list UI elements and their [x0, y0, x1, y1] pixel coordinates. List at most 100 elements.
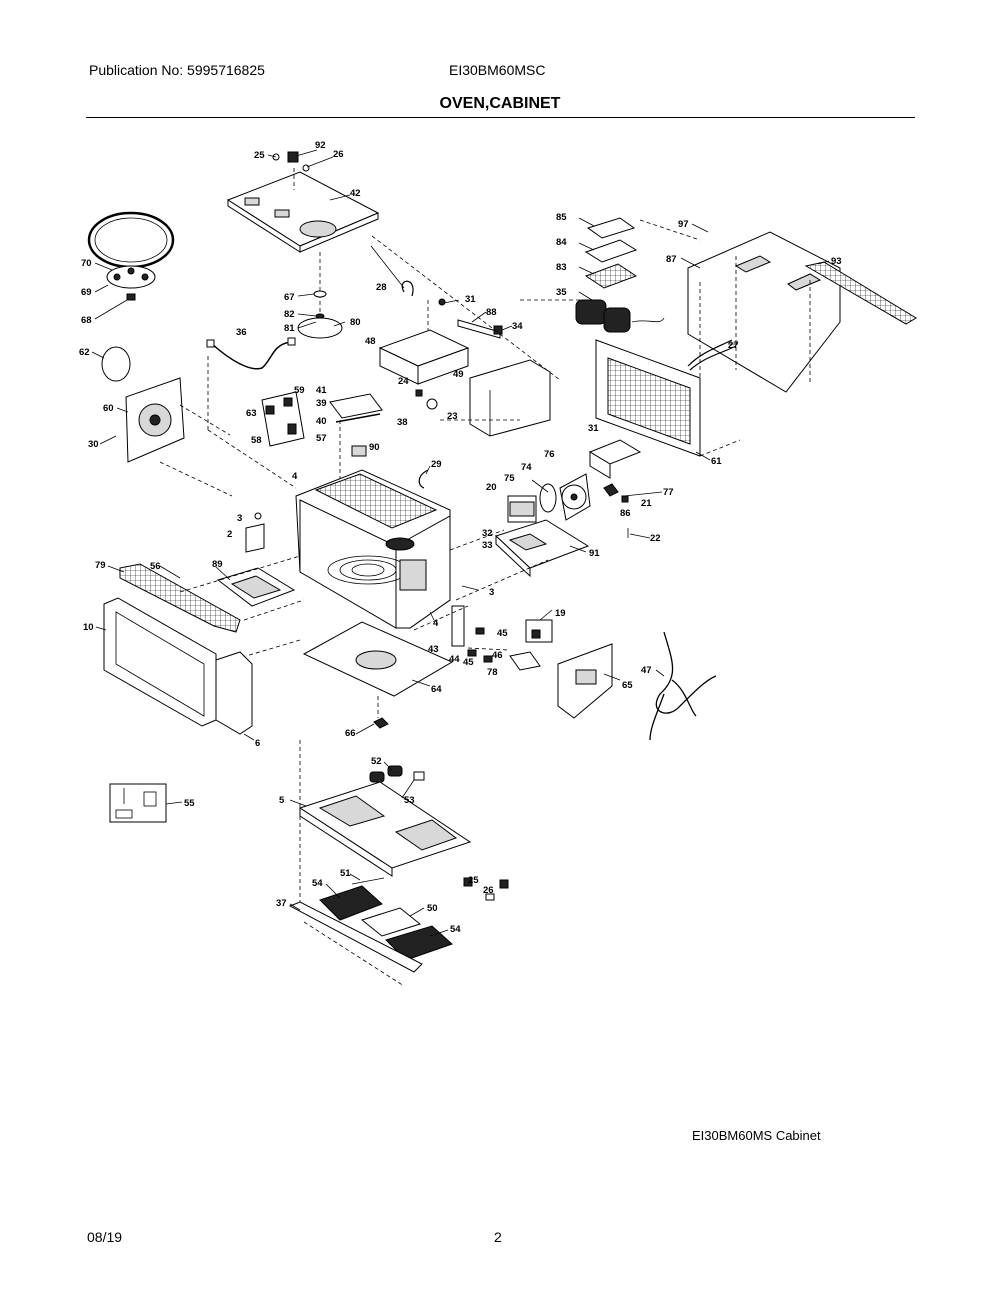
part-label-22: 22 [650, 533, 661, 544]
part-label-97: 97 [678, 219, 689, 230]
part-25-26-lower-clips [463, 877, 509, 901]
label-leader-lines [91, 149, 830, 937]
part-23-24-sensor [415, 389, 438, 410]
part-label-79: 79 [95, 560, 106, 571]
part-label-31: 31 [588, 423, 599, 434]
part-49-support-bracket [469, 359, 551, 437]
part-label-4: 4 [433, 618, 439, 629]
part-43-46-switch-assembly [451, 605, 541, 671]
oven-cavity [295, 469, 451, 629]
part-label-31: 31 [465, 294, 476, 305]
part-label-39: 39 [316, 398, 327, 409]
part-label-90: 90 [369, 442, 380, 453]
part-label-19: 19 [555, 608, 566, 619]
part-label-26: 26 [333, 149, 344, 160]
part-55-label [109, 783, 167, 823]
part-label-63: 63 [246, 408, 257, 419]
part-label-3: 3 [489, 587, 494, 598]
part-label-74: 74 [521, 462, 532, 473]
part-label-93: 93 [831, 256, 842, 267]
part-37-front-trim [288, 901, 423, 987]
part-label-42: 42 [350, 188, 361, 199]
part-54-grease-filter-left [319, 885, 383, 921]
part-label-57: 57 [316, 433, 327, 444]
part-label-87: 87 [666, 254, 677, 265]
part-label-56: 56 [150, 561, 161, 572]
part-27-wires [687, 339, 737, 371]
part-label-60: 60 [103, 403, 114, 414]
footer-page-number: 2 [494, 1229, 502, 1245]
part-36-cable [206, 337, 296, 370]
part-93-mounting-strip [804, 261, 917, 325]
part-label-68: 68 [81, 315, 92, 326]
part-label-28: 28 [376, 282, 387, 293]
part-label-10: 10 [83, 622, 94, 633]
part-label-70: 70 [81, 258, 92, 269]
part-label-27: 27 [728, 340, 739, 351]
part-47-wire-harness [649, 631, 717, 741]
part-48-bracket-box [378, 329, 470, 385]
part-label-33: 33 [482, 540, 493, 551]
part-label-62: 62 [79, 347, 90, 358]
part-label-20: 20 [486, 482, 497, 493]
part-21-77-86-clips [603, 483, 629, 538]
part-label-3: 3 [237, 513, 242, 524]
part-label-32: 32 [482, 528, 493, 539]
part-label-21: 21 [641, 498, 652, 509]
model-number: EI30BM60MSC [449, 62, 546, 78]
part-89-tray [216, 567, 296, 607]
part-label-41: 41 [316, 385, 327, 396]
part-5-bottom-housing [298, 781, 472, 912]
part-label-38: 38 [397, 417, 408, 428]
page-title: OVEN,CABINET [439, 95, 561, 112]
part-label-52: 52 [371, 756, 382, 767]
part-label-84: 84 [556, 237, 567, 248]
part-label-30: 30 [88, 439, 99, 450]
part-92-26-25-clips [272, 151, 310, 172]
publication-number: Publication No: 5995716825 [89, 62, 265, 78]
part-66-bracket [373, 717, 389, 729]
part-label-25: 25 [468, 875, 479, 886]
part-label-61: 61 [711, 456, 722, 467]
part-label-81: 81 [284, 323, 295, 334]
part-label-59: 59 [294, 385, 305, 396]
part-2-plate [245, 512, 265, 553]
footer-date: 08/19 [87, 1229, 123, 1245]
part-label-91: 91 [589, 548, 600, 559]
part-label-54: 54 [450, 924, 461, 935]
part-label-88: 88 [486, 307, 497, 318]
part-label-50: 50 [427, 903, 438, 914]
part-label-85: 85 [556, 212, 567, 223]
part-label-35: 35 [556, 287, 567, 298]
part-label-48: 48 [365, 336, 376, 347]
part-65-control-board [557, 643, 613, 719]
part-74-76-fan-assembly [539, 473, 591, 521]
part-label-89: 89 [212, 559, 223, 570]
diagram-caption: EI30BM60MS Cabinet [692, 1128, 821, 1143]
part-67-82-80-stirrer [297, 252, 343, 339]
part-label-75: 75 [504, 473, 515, 484]
part-50-51-bracket [351, 877, 422, 937]
part-10-door [103, 597, 253, 735]
part-label-64: 64 [431, 684, 442, 695]
part-label-26: 26 [483, 885, 494, 896]
assembly-guide-lines [159, 219, 811, 808]
part-20-transformer [507, 495, 537, 523]
part-35-blower-motor [575, 299, 665, 333]
part-label-58: 58 [251, 435, 262, 446]
part-label-29: 29 [431, 459, 442, 470]
part-52-53-lamps [369, 765, 425, 783]
part-label-77: 77 [663, 487, 674, 498]
exploded-parts-diagram: 2592264270696867828136806260306359413940… [79, 140, 917, 987]
part-label-78: 78 [487, 667, 498, 678]
part-label-49: 49 [453, 369, 464, 380]
part-label-47: 47 [641, 665, 652, 676]
part-label-4: 4 [292, 471, 298, 482]
part-label-82: 82 [284, 309, 295, 320]
part-83-85-filters [584, 217, 638, 289]
part-87-back-panel [687, 231, 841, 393]
part-91-base-plate [495, 519, 590, 578]
part-60-fan-housing [125, 377, 231, 463]
part-label-2: 2 [227, 529, 232, 540]
part-label-67: 67 [284, 292, 295, 303]
